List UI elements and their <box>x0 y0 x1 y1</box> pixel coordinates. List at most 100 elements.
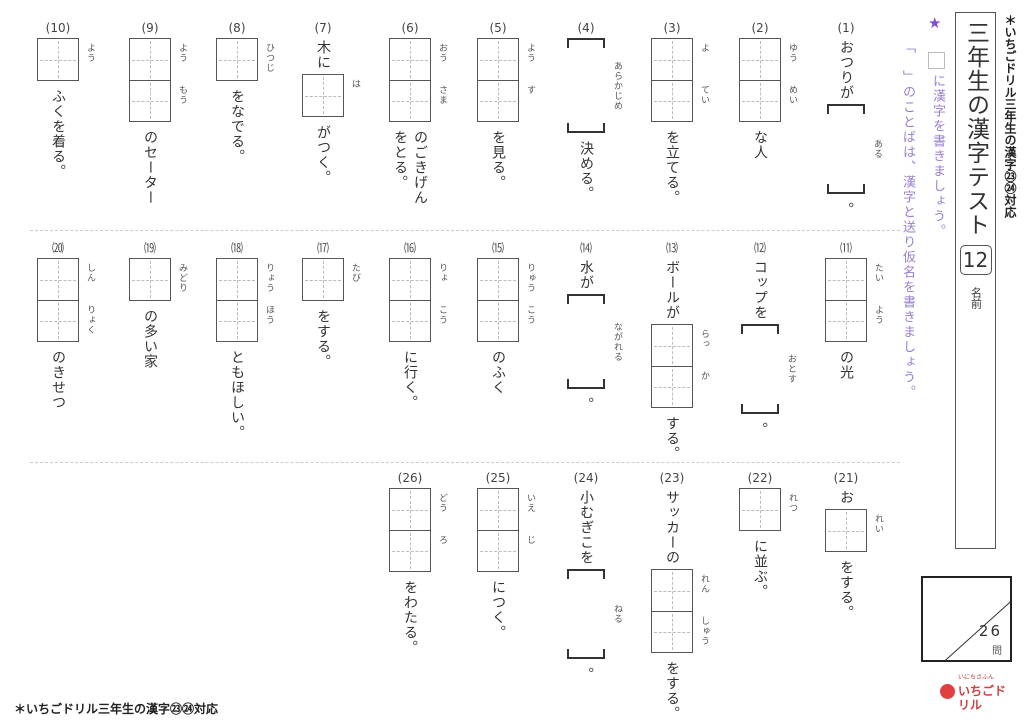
answer-area[interactable]: よう <box>37 38 95 81</box>
kanji-cell[interactable]: いえ <box>478 489 535 530</box>
answer-area[interactable]: ようもう <box>129 38 187 122</box>
okurigana-bracket[interactable]: おとす <box>741 324 796 414</box>
kanji-cell[interactable]: れん <box>652 570 709 611</box>
answer-area[interactable]: りょこう <box>389 258 447 342</box>
answer-area[interactable]: ゆうめい <box>739 38 797 122</box>
kanji-answer-box[interactable]: いえじ <box>477 488 535 572</box>
answer-area[interactable]: いえじ <box>477 488 535 572</box>
kanji-cell[interactable]: ひつじ <box>217 39 274 80</box>
answer-area[interactable]: おうさま <box>389 38 447 122</box>
kanji-cell[interactable]: りょう <box>217 259 274 300</box>
kanji-cell[interactable]: たい <box>826 259 883 300</box>
score-box: 26 問 <box>921 576 1012 662</box>
kanji-answer-box[interactable]: よてい <box>651 38 709 122</box>
kanji-answer-box[interactable]: れんしゅう <box>651 569 709 653</box>
kanji-cell[interactable]: どう <box>390 489 447 530</box>
kanji-cell[interactable]: れつ <box>740 489 797 530</box>
kanji-cell[interactable]: よ <box>652 39 709 80</box>
kanji-answer-box[interactable]: よう <box>37 38 95 81</box>
kanji-cell[interactable]: は <box>303 75 360 116</box>
kanji-answer-box[interactable]: りょうほう <box>216 258 274 342</box>
kanji-answer-box[interactable]: りゅうこう <box>477 258 535 342</box>
question-17: ⒄たびをする。 <box>302 238 360 369</box>
question-suffix: 。 <box>578 667 594 682</box>
answer-area[interactable]: ひつじ <box>216 38 274 81</box>
answer-area[interactable]: たび <box>302 258 360 301</box>
answer-area[interactable]: は <box>302 74 360 117</box>
answer-area[interactable]: れつ <box>739 488 797 531</box>
kanji-cell[interactable]: ろ <box>390 530 447 571</box>
answer-area[interactable]: りゅうこう <box>477 258 535 342</box>
kanji-answer-box[interactable]: たび <box>302 258 360 301</box>
kanji-cell[interactable]: こう <box>390 300 447 341</box>
kanji-answer-box[interactable]: りょこう <box>389 258 447 342</box>
kanji-answer-box[interactable]: ようもう <box>129 38 187 122</box>
answer-area[interactable]: どうろ <box>389 488 447 572</box>
question-suffix: をわたる。 <box>402 580 418 655</box>
kanji-answer-box[interactable]: ゆうめい <box>739 38 797 122</box>
kanji-cell[interactable]: しゅう <box>652 611 709 652</box>
kanji-answer-box[interactable]: どうろ <box>389 488 447 572</box>
okurigana-bracket[interactable]: ながれる <box>567 294 622 389</box>
answer-area[interactable]: りょうほう <box>216 258 274 342</box>
kanji-cell[interactable]: みどり <box>130 259 187 300</box>
answer-area[interactable]: あらかじめ <box>565 38 622 133</box>
kanji-cell[interactable]: ゆう <box>740 39 797 80</box>
answer-area[interactable]: ながれる <box>565 294 622 389</box>
kanji-cell[interactable]: めい <box>740 80 797 121</box>
kanji-answer-box[interactable]: しんりょく <box>37 258 95 342</box>
kanji-answer-box[interactable]: れい <box>825 509 883 552</box>
kanji-cell[interactable]: よう <box>38 39 95 80</box>
kanji-answer-box[interactable]: おうさま <box>389 38 447 122</box>
kanji-cell[interactable]: たび <box>303 259 360 300</box>
kanji-cell[interactable]: さま <box>390 80 447 121</box>
kanji-cell[interactable]: ほう <box>217 300 274 341</box>
furigana: たび <box>350 263 360 283</box>
answer-area[interactable]: れんしゅう <box>651 569 709 653</box>
kanji-answer-box[interactable]: ようす <box>477 38 535 122</box>
kanji-cell[interactable]: らっ <box>652 325 709 366</box>
kanji-answer-box[interactable]: みどり <box>129 258 187 301</box>
question-suffix: のごきげんをとる。 <box>392 130 428 205</box>
answer-area[interactable]: よてい <box>651 38 709 122</box>
question-prefix: 小むぎこを <box>578 490 594 565</box>
answer-area[interactable]: おとす <box>739 324 796 414</box>
answer-area[interactable]: みどり <box>129 258 187 301</box>
okurigana-bracket[interactable]: ねる <box>567 569 622 659</box>
kanji-answer-box[interactable]: れつ <box>739 488 797 531</box>
kanji-cell[interactable]: もう <box>130 80 187 121</box>
answer-area[interactable]: ある <box>825 104 882 194</box>
question-number: ⒁ <box>579 241 592 255</box>
kanji-cell[interactable]: てい <box>652 80 709 121</box>
answer-area[interactable]: ようす <box>477 38 535 122</box>
kanji-cell[interactable]: よう <box>826 300 883 341</box>
kanji-cell[interactable]: おう <box>390 39 447 80</box>
kanji-cell[interactable]: す <box>478 80 535 121</box>
okurigana-bracket[interactable]: ある <box>827 104 882 194</box>
kanji-cell[interactable]: りょ <box>390 259 447 300</box>
kanji-cell[interactable]: れい <box>826 510 883 551</box>
kanji-answer-box[interactable]: たいよう <box>825 258 883 342</box>
kanji-cell[interactable]: しん <box>38 259 95 300</box>
answer-area[interactable]: ねる <box>565 569 622 659</box>
answer-area[interactable]: たいよう <box>825 258 883 342</box>
kanji-answer-box[interactable]: ひつじ <box>216 38 274 81</box>
kanji-answer-box[interactable]: は <box>302 74 360 117</box>
kanji-cell[interactable]: りょく <box>38 300 95 341</box>
kanji-answer-box[interactable]: らっか <box>651 324 709 408</box>
question-15: ⒂りゅうこうのふく <box>477 238 535 395</box>
strawberry-icon <box>940 684 955 699</box>
furigana: りょう <box>264 263 274 293</box>
kanji-cell[interactable]: よう <box>130 39 187 80</box>
answer-area[interactable]: しんりょく <box>37 258 95 342</box>
answer-area[interactable]: らっか <box>651 324 709 408</box>
kanji-cell[interactable]: こう <box>478 300 535 341</box>
kanji-cell[interactable]: よう <box>478 39 535 80</box>
question-suffix: のセーター <box>142 130 158 205</box>
okurigana-bracket[interactable]: あらかじめ <box>567 38 622 133</box>
kanji-cell[interactable]: りゅう <box>478 259 535 300</box>
question-suffix: のきせつ <box>50 350 66 410</box>
kanji-cell[interactable]: じ <box>478 530 535 571</box>
answer-area[interactable]: れい <box>825 509 883 552</box>
kanji-cell[interactable]: か <box>652 366 709 407</box>
